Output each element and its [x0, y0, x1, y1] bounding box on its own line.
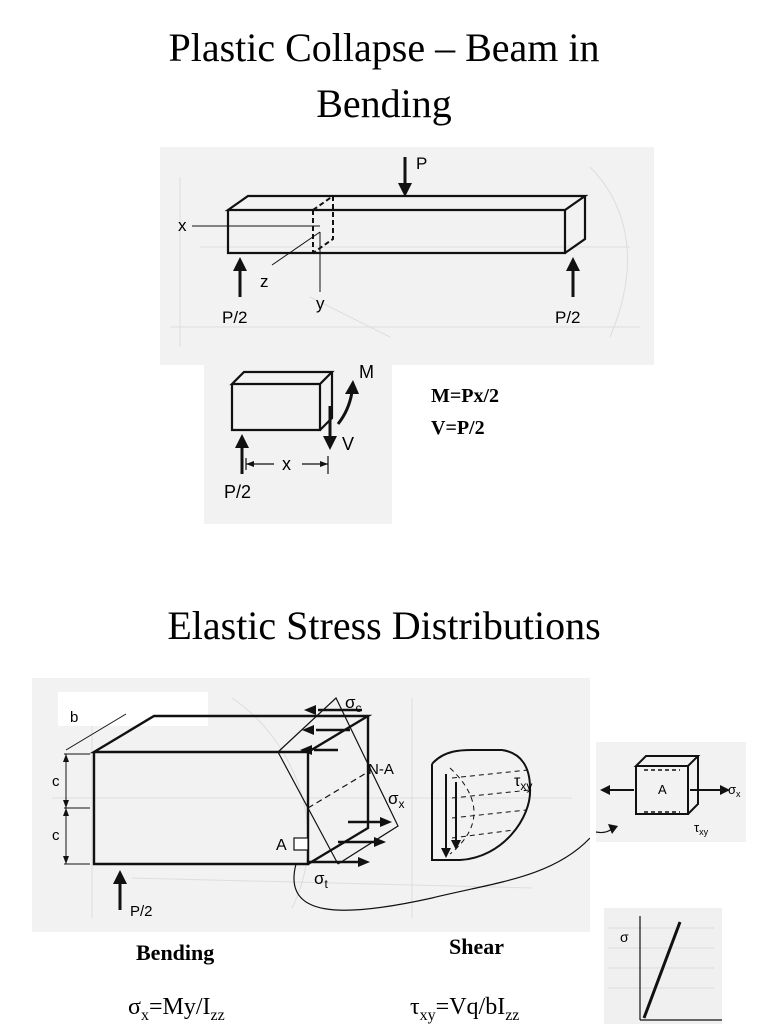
bending-caption: Bending	[136, 940, 215, 965]
bending-stress-profile	[277, 697, 399, 865]
stress-diagram: b c c σc N-A σx A σt P/2 τ	[32, 678, 590, 932]
shear-arrows	[445, 774, 457, 850]
slide1-title-line1: Plastic Collapse – Beam in	[168, 25, 600, 70]
point-A-marker	[293, 837, 309, 851]
element-tau-label: τxy	[694, 820, 709, 837]
shear-caption: Shear	[449, 934, 504, 959]
load-arrow-P	[398, 157, 412, 197]
axis-z-label: z	[260, 272, 269, 291]
reaction-left-label: P/2	[222, 308, 248, 327]
graph-sigma-label: σ	[620, 929, 629, 945]
load-P-label: P	[416, 154, 427, 173]
compression-arrows	[314, 708, 362, 752]
moment-label: M	[359, 362, 374, 382]
stress-strain-graph: σ	[604, 908, 722, 1024]
bending-formula: σx=My/Izz	[128, 994, 225, 1024]
connector-curve	[293, 837, 590, 911]
freebody-reaction-arrow	[235, 434, 249, 474]
x-dimension-label: x	[282, 454, 291, 474]
shear-block	[431, 749, 532, 861]
element-A-label: A	[658, 782, 667, 797]
shear-label: V	[342, 434, 354, 454]
reaction-right-label: P/2	[555, 308, 581, 327]
segment-box	[229, 370, 335, 432]
sigma-c-label: σc	[345, 693, 362, 715]
shear-equation: V=P/2	[431, 417, 485, 439]
sigma-t-label: σt	[314, 869, 329, 891]
slide2-title: Elastic Stress Distributions	[167, 603, 601, 648]
freebody-reaction-label: P/2	[224, 482, 251, 502]
free-body-diagram: M V P/2 x	[204, 362, 392, 524]
stress-element-diagram: A σx τxy	[596, 742, 746, 842]
reaction-arrow-left	[233, 257, 247, 297]
neutral-axis-label: N-A	[368, 761, 394, 778]
moment-equation: M=Px/2	[431, 385, 500, 407]
slide1-title-line2: Bending	[316, 81, 452, 126]
tension-arrows	[308, 820, 380, 864]
b-label: b	[70, 709, 78, 726]
stress-reaction-arrow	[113, 870, 127, 910]
axis-y-label: y	[316, 294, 325, 313]
beam-diagram: x z y P P/2 P/2	[160, 147, 654, 365]
shear-arrow	[323, 406, 337, 450]
shear-parabola-lines	[449, 767, 531, 855]
c-bottom-label: c	[52, 827, 60, 844]
beam-outline	[224, 194, 589, 255]
element-cube	[633, 755, 701, 815]
reaction-arrow-right	[566, 257, 580, 297]
element-sigma-label: σx	[728, 782, 741, 799]
stress-reaction-label: P/2	[130, 903, 153, 920]
c-top-label: c	[52, 773, 60, 790]
graph-linear-line	[642, 921, 682, 1019]
axes	[192, 225, 321, 292]
b-dimension	[65, 713, 127, 751]
moment-arrow	[336, 380, 359, 425]
axis-x-label: x	[178, 216, 187, 235]
shear-formula: τxy=Vq/bIzz	[410, 994, 520, 1024]
sigma-x-label: σx	[388, 789, 405, 811]
point-A-label: A	[276, 837, 287, 854]
tau-label: τxy	[514, 773, 532, 793]
element-shear-lines	[644, 769, 680, 813]
